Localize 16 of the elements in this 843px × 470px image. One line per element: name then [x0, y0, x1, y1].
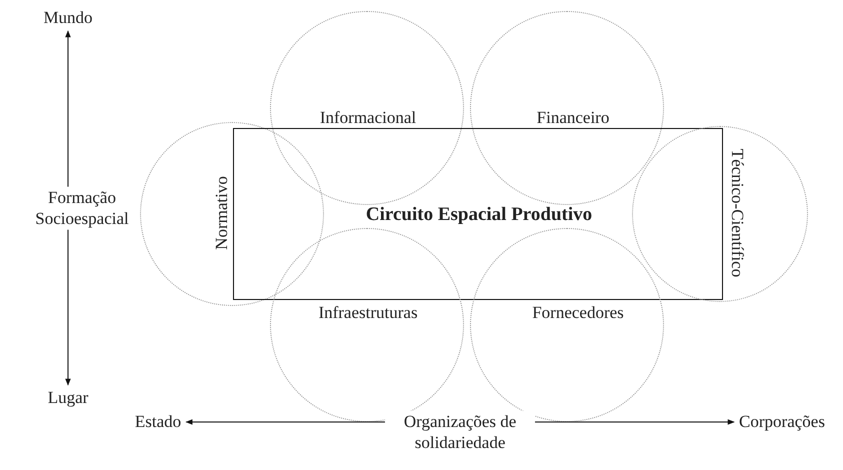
frame-title: Circuito Espacial Produtivo	[366, 204, 592, 226]
rectangle-frame	[233, 128, 723, 300]
dotted-circle	[140, 122, 324, 306]
circle-label: Financeiro	[536, 108, 610, 128]
axis-end-label: Estado	[134, 412, 182, 432]
circle-label: Normativo	[212, 176, 232, 250]
circle-label: Fornecedores	[532, 303, 624, 323]
dotted-circle	[270, 11, 464, 205]
dotted-circle	[632, 126, 808, 302]
circle-label: Infraestruturas	[318, 303, 418, 323]
circle-label: Técnico-Científico	[727, 148, 747, 278]
axis-end-label: Corporações	[739, 412, 825, 432]
circle-label: Informacional	[320, 108, 416, 128]
axis-end-label: Mundo	[43, 8, 93, 28]
dotted-circle	[470, 11, 664, 205]
axis-end-label: Lugar	[48, 388, 88, 408]
